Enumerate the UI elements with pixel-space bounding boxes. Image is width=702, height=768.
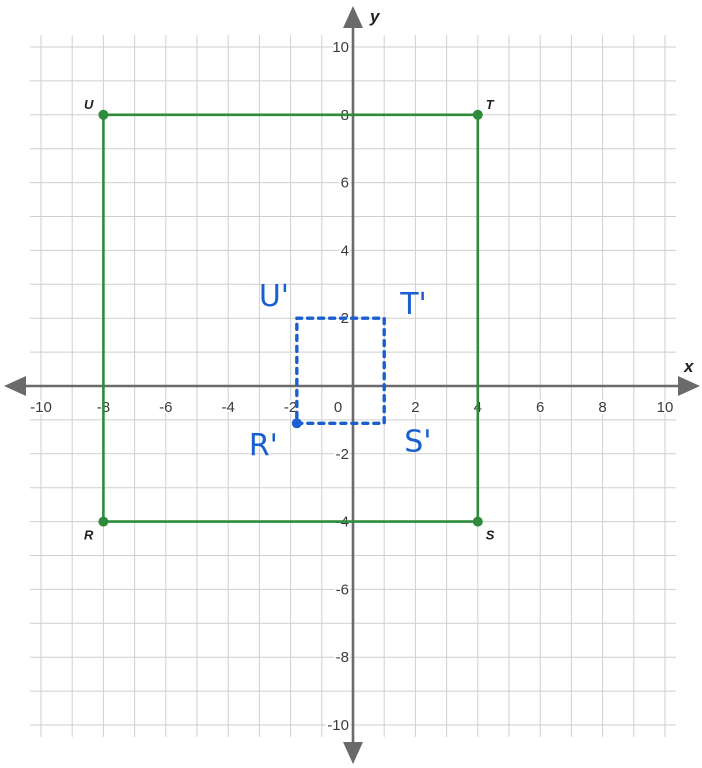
- y-tick-label: -10: [327, 717, 349, 734]
- vertex-point: [472, 109, 483, 120]
- vertex-point: [98, 109, 109, 120]
- y-tick-label: -8: [336, 649, 349, 666]
- x-tick-label: 8: [598, 399, 606, 416]
- x-tick-label: 6: [536, 399, 544, 416]
- x-axis-label: x: [683, 357, 695, 376]
- x-tick-label: 2: [411, 399, 419, 416]
- y-axis-arrow-down-icon: [343, 742, 363, 764]
- x-axis-arrow-right-icon: [678, 376, 700, 396]
- vertex-point: [472, 516, 483, 527]
- vertex-label: T: [486, 97, 495, 112]
- vertex-label: S': [404, 424, 431, 459]
- vertex-point: [98, 516, 109, 527]
- y-tick-label: -6: [336, 581, 349, 598]
- vertex-label: R': [249, 428, 278, 463]
- x-tick-label: -6: [159, 399, 172, 416]
- shapes: [98, 109, 483, 527]
- x-tick-label: -4: [222, 399, 235, 416]
- axes: xy: [4, 6, 700, 764]
- x-tick-label: -2: [284, 399, 297, 416]
- x-tick-label: 0: [334, 399, 342, 416]
- vertex-labels: R S T U R' S' T' U': [84, 97, 495, 543]
- x-tick-label: 10: [657, 399, 674, 416]
- vertex-label: U: [84, 97, 94, 112]
- vertex-label: T': [399, 287, 427, 322]
- y-tick-label: -2: [336, 446, 349, 463]
- vertex-label: S: [486, 528, 495, 543]
- vertex-label: U': [259, 279, 289, 314]
- y-axis-label: y: [369, 7, 381, 26]
- y-tick-label: 6: [341, 175, 349, 192]
- vertex-point: [291, 418, 302, 429]
- vertex-label: R: [84, 528, 94, 543]
- y-tick-label: 10: [332, 39, 349, 56]
- image-quadrilateral: [295, 316, 386, 425]
- y-tick-label: 4: [341, 242, 349, 259]
- y-axis-arrow-up-icon: [343, 6, 363, 28]
- x-axis-arrow-left-icon: [4, 376, 26, 396]
- x-tick-label: -10: [30, 399, 52, 416]
